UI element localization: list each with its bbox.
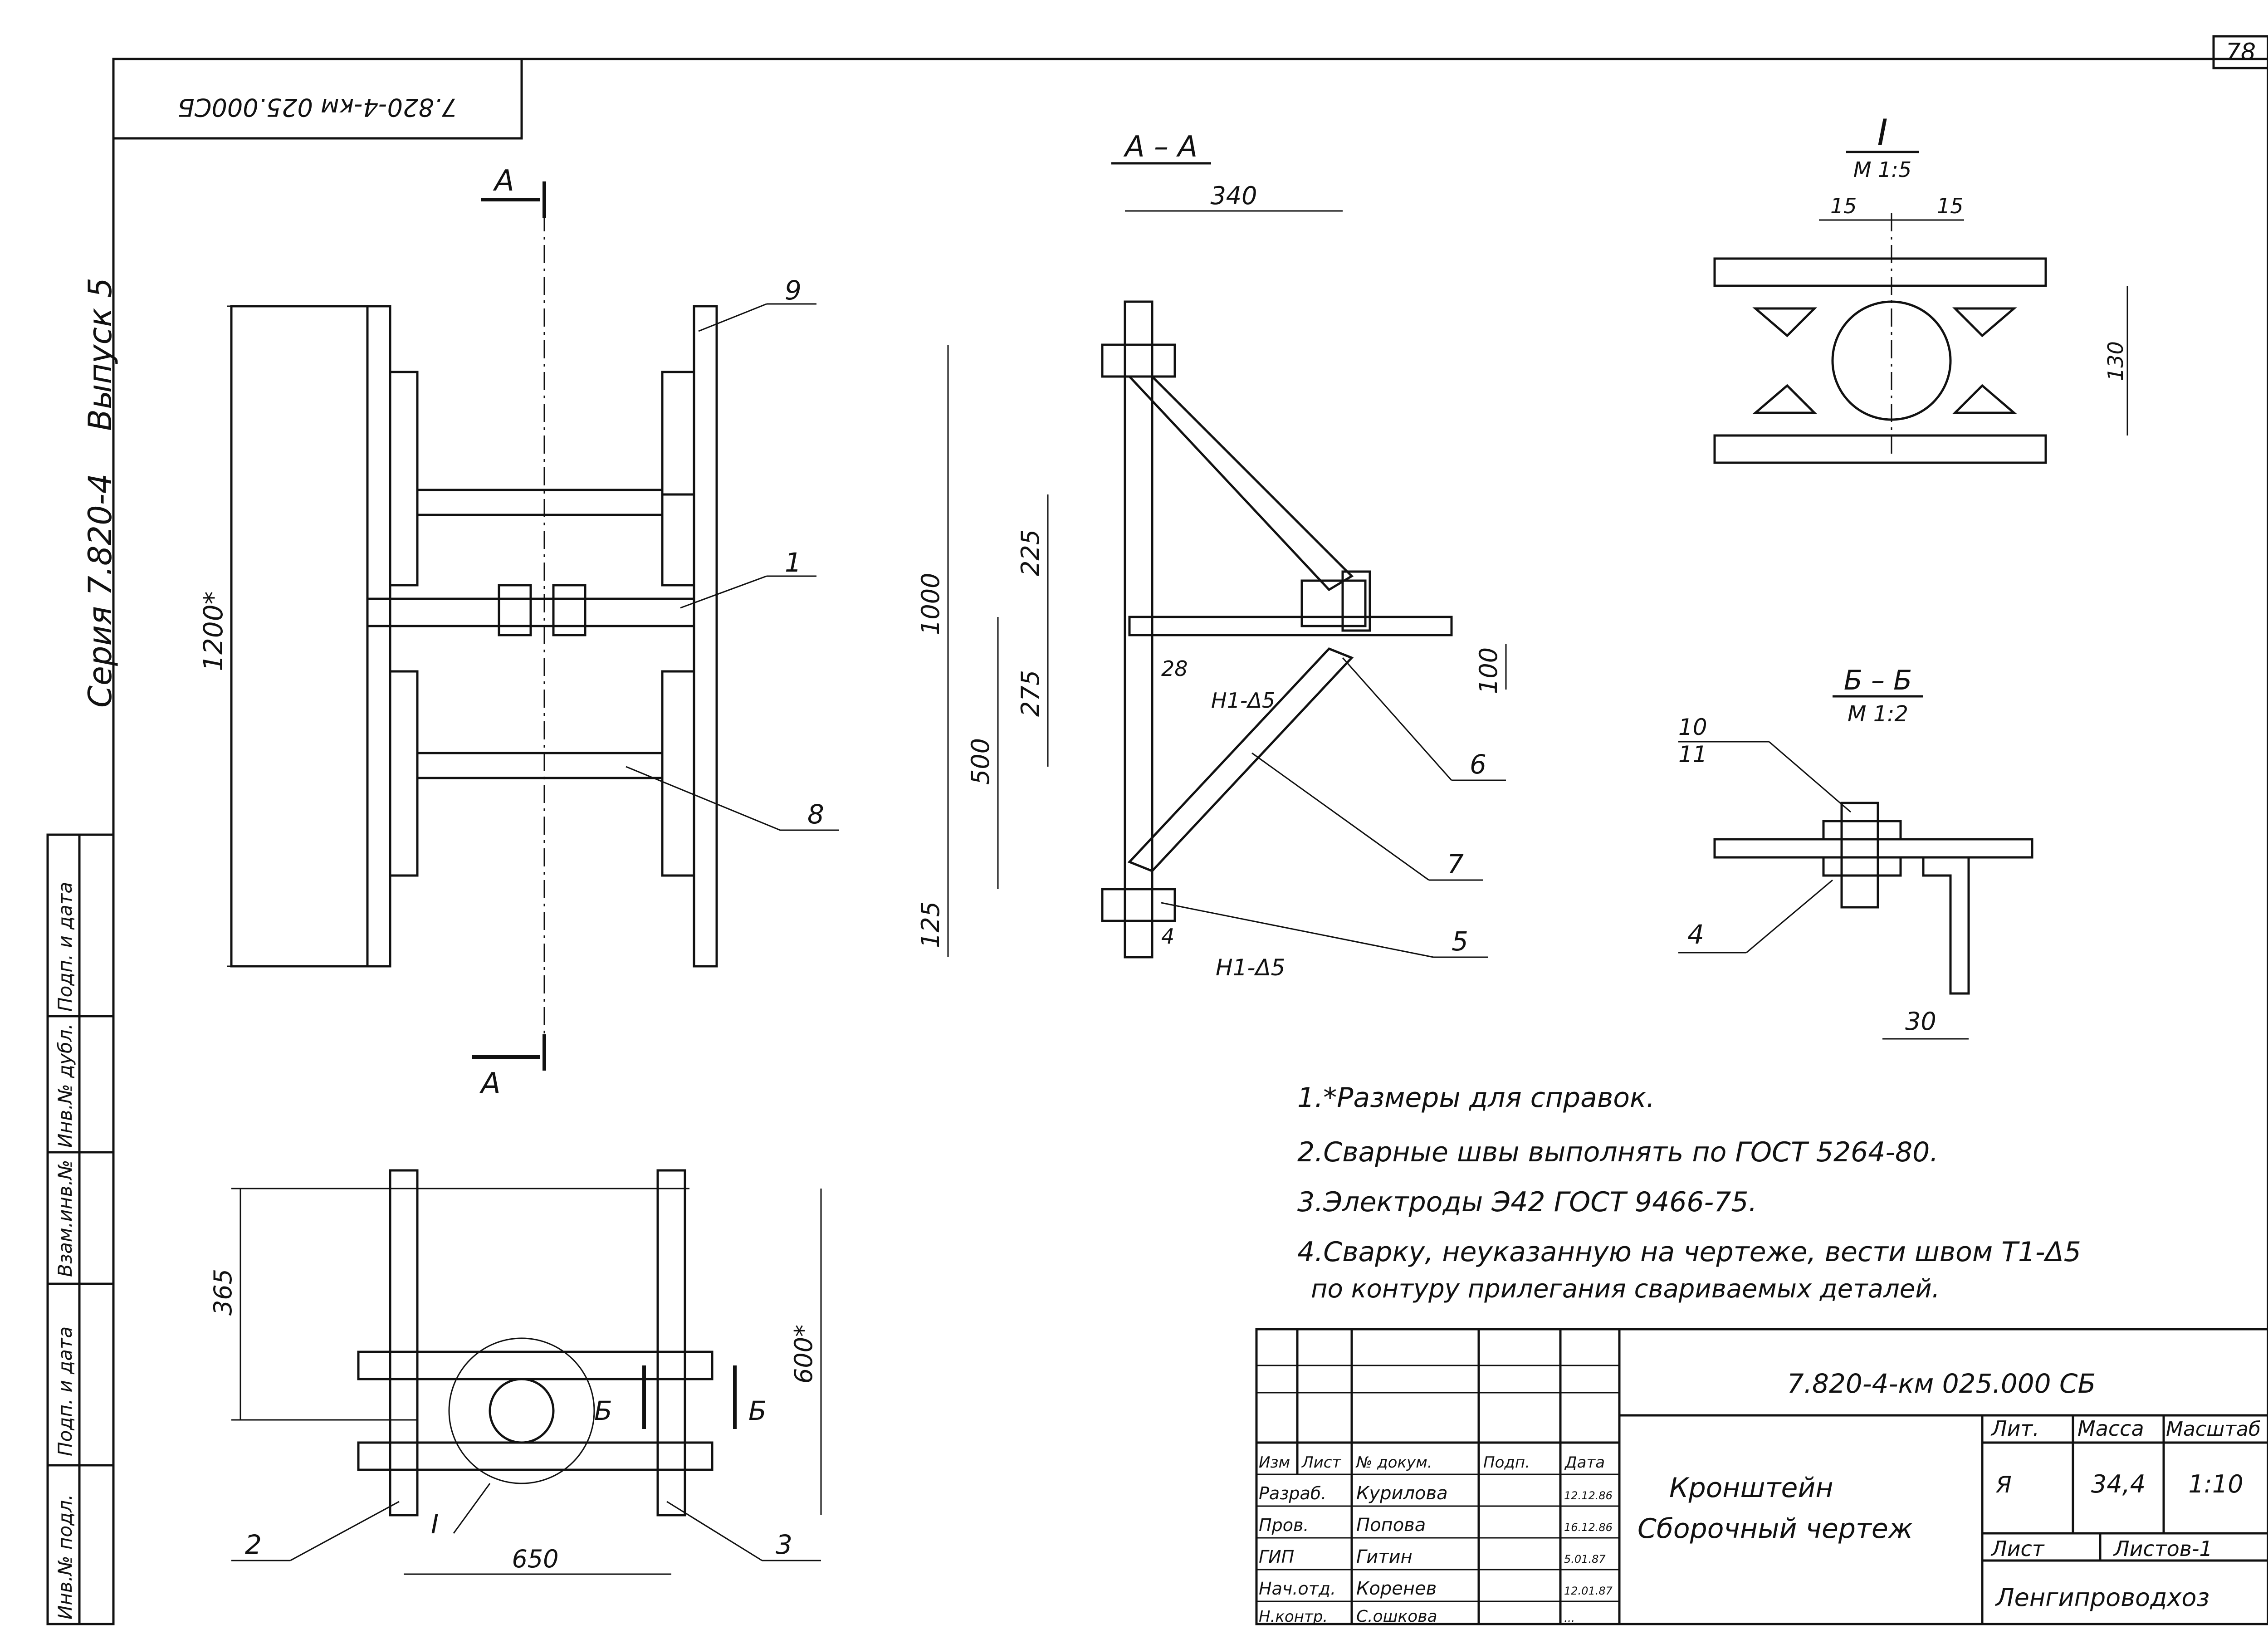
scale-value: 1:10 xyxy=(2188,1470,2243,1498)
scale-label: Масштаб xyxy=(2166,1418,2261,1441)
side-stamp-3: Взам.инв.№ xyxy=(54,1160,76,1277)
row-1-role: Разраб. xyxy=(1259,1483,1326,1503)
org-name: Ленгипроводхоз xyxy=(1995,1583,2209,1612)
detail-i-scale: М 1:5 xyxy=(1853,157,1911,182)
plan-view: А А 1200* 9 1 8 xyxy=(198,164,839,1101)
row-3-name: Гитин xyxy=(1356,1546,1413,1567)
dim-650: 650 xyxy=(512,1545,558,1573)
section-aa-title: А – А xyxy=(1123,130,1198,164)
callout-I: I xyxy=(431,1509,439,1540)
row-3-role: ГИП xyxy=(1259,1547,1294,1567)
detail-dim-130: 130 xyxy=(2103,341,2128,381)
row-5-role: Н.контр. xyxy=(1259,1608,1328,1626)
issue-label: Выпуск 5 xyxy=(82,278,119,431)
section-mark-left: Б xyxy=(594,1395,612,1426)
dim-125: 125 xyxy=(916,901,945,948)
row-3-date: 5.01.87 xyxy=(1564,1553,1606,1566)
callout-6: 6 xyxy=(1470,749,1486,780)
section-letter-top: А xyxy=(493,164,514,198)
dim-340: 340 xyxy=(1210,181,1257,210)
doc-code: 7.820-4-км 025.000 СБ xyxy=(1787,1368,2096,1399)
row-5-name: С.ошкова xyxy=(1356,1607,1437,1626)
note-1: 1.*Размеры для справок. xyxy=(1297,1082,1655,1114)
callout-1: 1 xyxy=(785,547,802,578)
dim-225: 225 xyxy=(1016,529,1045,576)
section-mark-right: Б xyxy=(748,1395,767,1426)
sheet-label: Лист xyxy=(1990,1536,2045,1561)
section-aa: А – А 340 1000 225 275 500 125 100 28 Н1… xyxy=(916,130,1507,981)
dim-30: 30 xyxy=(1905,1007,1936,1036)
weld-label-1: Н1-Δ5 xyxy=(1211,688,1275,713)
callout-8: 8 xyxy=(807,799,824,830)
dim-600: 600* xyxy=(789,1325,818,1384)
detail-i-title: I xyxy=(1877,112,1888,154)
header-list: Лист xyxy=(1301,1453,1341,1472)
callout-11: 11 xyxy=(1678,741,1707,768)
header-izm: Изм xyxy=(1259,1453,1290,1472)
callout-3: 3 xyxy=(776,1529,792,1560)
side-stamp-4: Инв.№ дубл. xyxy=(54,1023,76,1148)
dim-28: 28 xyxy=(1161,656,1188,681)
row-4-name: Коренев xyxy=(1356,1578,1437,1599)
row-1-date: 12.12.86 xyxy=(1564,1489,1613,1502)
section-bb-title: Б – Б xyxy=(1844,665,1912,696)
note-4: 4.Сварку, неуказанную на чертеже, вести … xyxy=(1297,1236,2081,1268)
sheets-label: Листов-1 xyxy=(2113,1536,2213,1561)
row-2-name: Попова xyxy=(1356,1515,1426,1536)
section-bb-scale: М 1:2 xyxy=(1848,701,1908,727)
dim-100: 100 xyxy=(1474,647,1503,694)
lit-value: Я xyxy=(1995,1472,2012,1498)
rotated-stamp: 7.820-4-км 025.000СБ xyxy=(178,93,458,122)
side-stamp-1: Инв.№ подл. xyxy=(54,1494,76,1620)
note-5: по контуру прилегания свариваемых детале… xyxy=(1311,1274,1940,1304)
header-date: Дата xyxy=(1564,1453,1605,1472)
dim-4: 4 xyxy=(1161,924,1174,949)
side-stamp: Инв.№ подл. Подп. и дата Взам.инв.№ Инв.… xyxy=(46,833,115,1625)
lit-label: Лит. xyxy=(1990,1416,2039,1441)
dim-1200: 1200* xyxy=(198,591,229,671)
row-4-date: 12.01.87 xyxy=(1564,1585,1613,1597)
detail-i: I М 1:5 15 15 130 xyxy=(1713,112,2128,464)
section-bb: Б – Б М 1:2 10 11 4 30 xyxy=(1678,665,2033,1040)
dim-275: 275 xyxy=(1016,670,1045,717)
bottom-view: 365 600* 650 2 I 3 Б Б xyxy=(209,1169,822,1575)
row-5-date: … xyxy=(1564,1612,1575,1624)
row-4-role: Нач.отд. xyxy=(1259,1579,1336,1599)
callout-5: 5 xyxy=(1452,926,1468,957)
title-block: 7.820-4-км 025.000 СБ Изм Лист № докум. … xyxy=(1255,1328,2268,1626)
page-number: 78 xyxy=(2226,39,2256,66)
section-letter-bottom: А xyxy=(479,1067,501,1101)
header-sign: Подп. xyxy=(1483,1453,1530,1472)
dim-500: 500 xyxy=(966,738,995,785)
mass-value: 34,4 xyxy=(2091,1470,2146,1498)
row-2-role: Пров. xyxy=(1259,1515,1309,1535)
callout-9: 9 xyxy=(785,275,802,306)
notes: 1.*Размеры для справок. 2.Сварные швы вы… xyxy=(1297,1082,2081,1304)
mass-label: Масса xyxy=(2077,1416,2144,1441)
title-line-2: Сборочный чертеж xyxy=(1637,1513,1913,1545)
callout-10: 10 xyxy=(1678,714,1707,740)
callout-2: 2 xyxy=(245,1529,262,1560)
row-1-name: Курилова xyxy=(1356,1483,1448,1504)
series-label-group: Серия 7.820-4 Выпуск 5 xyxy=(82,278,119,708)
header-doc: № докум. xyxy=(1355,1453,1432,1472)
detail-dim-15a: 15 xyxy=(1830,194,1857,218)
callout-7: 7 xyxy=(1447,849,1464,880)
dim-1000: 1000 xyxy=(916,573,945,635)
side-stamp-5: Подп. и дата xyxy=(54,882,76,1012)
detail-dim-15b: 15 xyxy=(1937,194,1964,218)
note-2: 2.Сварные швы выполнять по ГОСТ 5264-80. xyxy=(1297,1136,1938,1168)
side-stamp-2: Подп. и дата xyxy=(54,1326,76,1456)
row-2-date: 16.12.86 xyxy=(1564,1521,1613,1534)
dim-365: 365 xyxy=(209,1269,237,1316)
series-label: Серия 7.820-4 xyxy=(82,474,119,708)
callout-4-bb: 4 xyxy=(1687,919,1704,950)
title-line-1: Кронштейн xyxy=(1669,1472,1833,1504)
weld-label-2: Н1-Δ5 xyxy=(1216,954,1285,981)
note-3: 3.Электроды Э42 ГОСТ 9466-75. xyxy=(1297,1186,1757,1218)
